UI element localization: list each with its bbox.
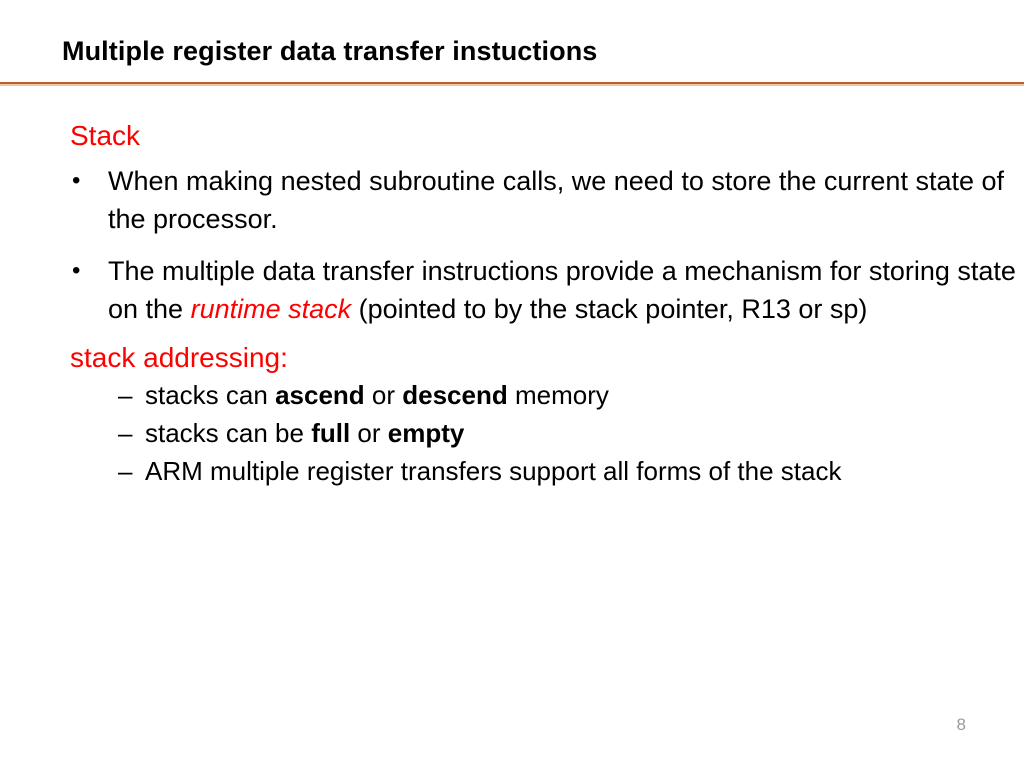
sub-bullet-bold2: empty — [387, 418, 465, 448]
en-dash-icon: – — [118, 418, 133, 448]
sub-bullet-bold1: full — [311, 418, 351, 448]
sub-bullet-part3: memory — [507, 380, 609, 410]
sub-bullet-part1: stacks can be — [145, 418, 312, 448]
page-title: Multiple register data transfer instucti… — [62, 36, 598, 66]
page-number: 8 — [956, 715, 966, 734]
bullet-item: • The multiple data transfer instruction… — [70, 252, 1024, 328]
sub-bullet-part1: stacks can — [145, 380, 276, 410]
bullet-text-before: The multiple data transfer instructions … — [108, 256, 1016, 324]
section-heading-stack-addressing: stack addressing: — [70, 342, 288, 373]
spacer — [0, 154, 1024, 162]
spacer — [0, 238, 1024, 252]
bullet-emphasis-runtime-stack: runtime stack — [190, 294, 352, 324]
bullet-text-after: (pointed to by the stack pointer, R13 or… — [351, 294, 868, 324]
sub-bullet-part1: ARM multiple register transfers support … — [145, 456, 842, 486]
title-divider — [0, 82, 1024, 86]
en-dash-icon: – — [118, 380, 133, 410]
sub-bullet-part2: or — [364, 380, 403, 410]
sub-bullet-item: – stacks can be full or empty — [118, 414, 1024, 452]
bullet-item: • When making nested subroutine calls, w… — [70, 162, 1024, 238]
en-dash-icon: – — [118, 456, 133, 486]
bullet-dot-icon: • — [72, 167, 81, 194]
section-heading-stack: Stack — [70, 120, 141, 151]
bullet-text: When making nested subroutine calls, we … — [108, 166, 1004, 234]
divider-line-secondary — [0, 84, 1024, 86]
slide-body: Stack • When making nested subroutine ca… — [0, 118, 1024, 490]
sub-bullet-bold1: ascend — [275, 380, 365, 410]
spacer — [0, 328, 1024, 340]
bullet-dot-icon: • — [72, 257, 81, 284]
sub-bullet-item: – stacks can ascend or descend memory — [118, 376, 1024, 414]
sub-bullet-item: – ARM multiple register transfers suppor… — [118, 452, 1024, 490]
divider-line-primary — [0, 82, 1024, 84]
sub-bullet-bold2: descend — [402, 380, 508, 410]
sub-bullet-part2: or — [350, 418, 388, 448]
